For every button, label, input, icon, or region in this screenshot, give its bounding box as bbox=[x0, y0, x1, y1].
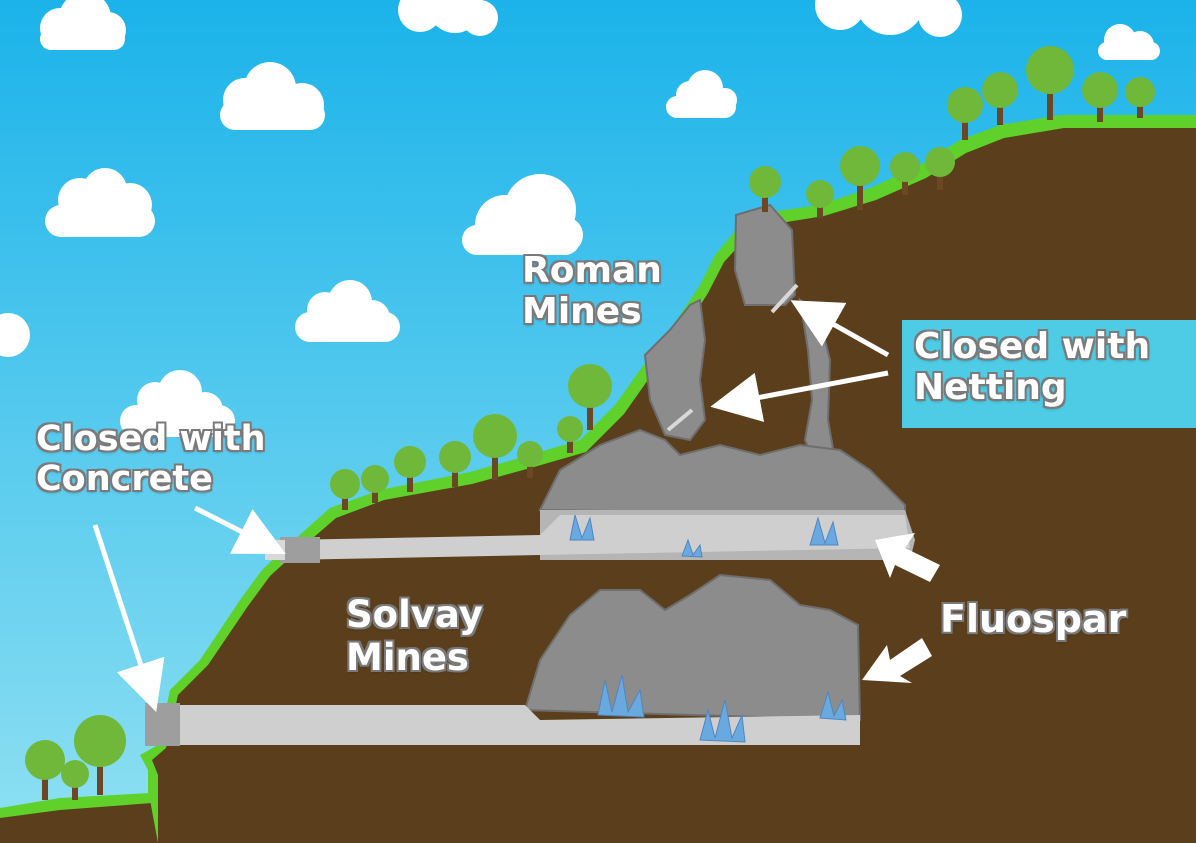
tree bbox=[361, 465, 389, 503]
fluospar-arrow-lower bbox=[862, 638, 932, 683]
cloud bbox=[45, 168, 155, 237]
closed-with-netting-label: Closed with Netting bbox=[902, 320, 1196, 428]
netting-arrow-lower bbox=[710, 370, 889, 422]
closed-with-concrete-label: Closed with Concrete bbox=[36, 419, 266, 500]
crystal bbox=[681, 538, 703, 558]
cloud bbox=[0, 313, 30, 357]
roman-mines-line1: Roman bbox=[522, 250, 662, 291]
fluospar-arrow-upper bbox=[875, 533, 940, 582]
tree bbox=[473, 414, 517, 480]
solvay-mines-label: Solvay Mines bbox=[346, 593, 483, 679]
tree bbox=[982, 72, 1018, 125]
grass-left bbox=[0, 793, 152, 818]
solvay-mines-line1: Solvay bbox=[346, 593, 483, 636]
tree bbox=[61, 760, 89, 800]
tree bbox=[947, 87, 983, 140]
solvay-mines-line2: Mines bbox=[346, 635, 469, 679]
cloud bbox=[398, 0, 498, 36]
tree bbox=[439, 441, 471, 487]
fluospar-label: Fluospar bbox=[940, 597, 1127, 641]
crystal bbox=[819, 690, 847, 721]
fluospar-crystals bbox=[569, 514, 847, 743]
cloud bbox=[1098, 24, 1160, 60]
crystal bbox=[809, 516, 839, 546]
tree bbox=[568, 364, 612, 430]
trees bbox=[25, 46, 1155, 800]
tree bbox=[1125, 77, 1155, 118]
tree bbox=[517, 441, 543, 478]
cloud bbox=[666, 70, 737, 118]
tree bbox=[1082, 72, 1118, 122]
tree bbox=[394, 446, 426, 492]
cloud bbox=[220, 62, 325, 130]
crystal bbox=[699, 699, 746, 743]
tree bbox=[25, 740, 65, 800]
roman-mines-label: Roman Mines bbox=[522, 250, 662, 333]
concrete-arrow-upper bbox=[193, 505, 286, 555]
tree bbox=[1026, 46, 1074, 120]
tree bbox=[557, 416, 583, 453]
fluospar-arrows bbox=[862, 533, 940, 683]
lower-mine-rock bbox=[145, 573, 862, 746]
cloud bbox=[462, 174, 583, 255]
concrete-arrow-lower bbox=[92, 524, 165, 713]
crystal bbox=[569, 514, 595, 541]
tree bbox=[806, 180, 834, 218]
cloud bbox=[295, 280, 400, 342]
tree bbox=[925, 147, 955, 190]
netting bbox=[666, 283, 799, 432]
netting-line2: Netting bbox=[914, 367, 1067, 409]
tree bbox=[749, 166, 781, 212]
concrete-line1: Closed with bbox=[36, 419, 266, 459]
clouds bbox=[0, 0, 1160, 437]
cloud bbox=[815, 0, 962, 37]
roman-mines-line2: Mines bbox=[522, 291, 642, 333]
tree bbox=[840, 146, 880, 210]
cloud bbox=[40, 0, 126, 50]
tree bbox=[74, 715, 126, 795]
tree bbox=[330, 469, 360, 510]
netting-arrow-upper bbox=[790, 300, 890, 358]
cloud bbox=[120, 370, 235, 437]
tree bbox=[890, 152, 920, 195]
arrows bbox=[92, 300, 890, 713]
concrete-line2: Concrete bbox=[36, 459, 213, 500]
netting-line1: Closed with bbox=[914, 326, 1151, 367]
upper-tunnel bbox=[265, 510, 915, 563]
crystal bbox=[597, 674, 645, 718]
